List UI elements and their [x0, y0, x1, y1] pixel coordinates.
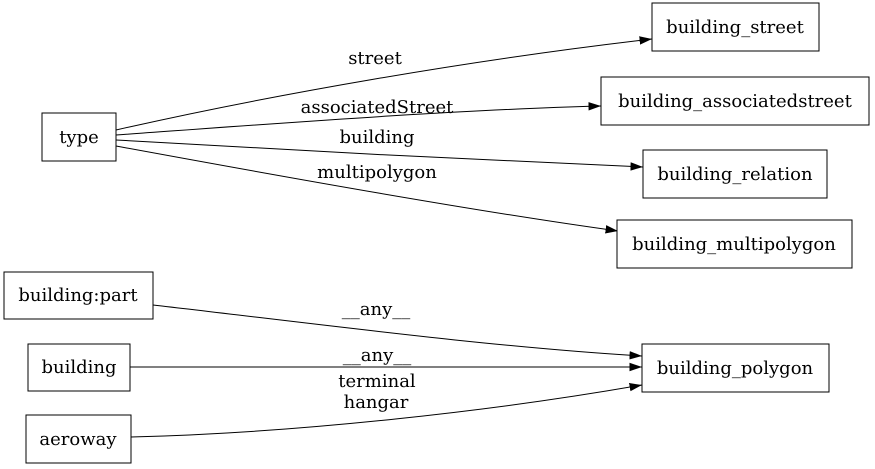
node-building: building: [27, 343, 131, 392]
edge-label-associatedstreet: associatedStreet: [301, 97, 454, 118]
edge-type-building_multipolygon: [115, 145, 619, 234]
node-aeroway: aeroway: [25, 414, 132, 464]
edge-group: [115, 36, 653, 438]
node-building_associatedstreet-label: building_associatedstreet: [618, 91, 852, 112]
node-building_associatedstreet-box: [600, 76, 870, 126]
node-building_polygon-box: [641, 343, 830, 393]
node-building_associatedstreet: building_associatedstreet: [600, 76, 870, 126]
node-building_part-label: building:part: [18, 285, 138, 306]
node-building_polygon: building_polygon: [641, 343, 830, 393]
node-building_part-box: [3, 271, 154, 320]
node-type-box: [41, 112, 117, 162]
node-building_part: building:part: [3, 271, 154, 320]
edge-type-building_street: [115, 36, 653, 131]
edge-label-multipolygon: multipolygon: [317, 162, 437, 183]
node-building_polygon-label: building_polygon: [657, 358, 814, 379]
node-type: type: [41, 112, 117, 162]
node-building-label: building: [41, 357, 116, 378]
node-building_street-box: [651, 2, 820, 52]
node-building_multipolygon-box: [616, 219, 853, 269]
edge-label-hangar: hangar: [344, 392, 409, 413]
node-building-box: [27, 343, 131, 392]
node-building_street: building_street: [651, 2, 820, 52]
edge-building_part-building_polygon: [152, 304, 643, 360]
node-building_multipolygon-label: building_multipolygon: [632, 234, 836, 255]
edge-label-any-2: __any__: [343, 345, 412, 366]
node-aeroway-box: [25, 414, 132, 464]
edge-type-building_relation: [115, 139, 644, 171]
node-building_relation-label: building_relation: [657, 164, 813, 185]
edge-label-street: street: [348, 48, 402, 69]
node-type-label: type: [59, 127, 99, 148]
edge-label-any-1: __any__: [342, 299, 411, 320]
node-building_multipolygon: building_multipolygon: [616, 219, 853, 269]
node-group: type building_street building_associated…: [3, 2, 870, 464]
node-building_relation: building_relation: [642, 149, 828, 199]
edge-label-terminal: terminal: [338, 371, 416, 392]
edge-type-building_associatedstreet: [115, 102, 602, 136]
node-aeroway-label: aeroway: [39, 429, 117, 450]
node-building_relation-box: [642, 149, 828, 199]
edge-aeroway-building_polygon: [130, 383, 643, 438]
edge-label-group: street associatedStreet building multipo…: [301, 48, 454, 413]
edge-label-building: building: [339, 127, 414, 148]
node-building_street-label: building_street: [666, 17, 804, 38]
